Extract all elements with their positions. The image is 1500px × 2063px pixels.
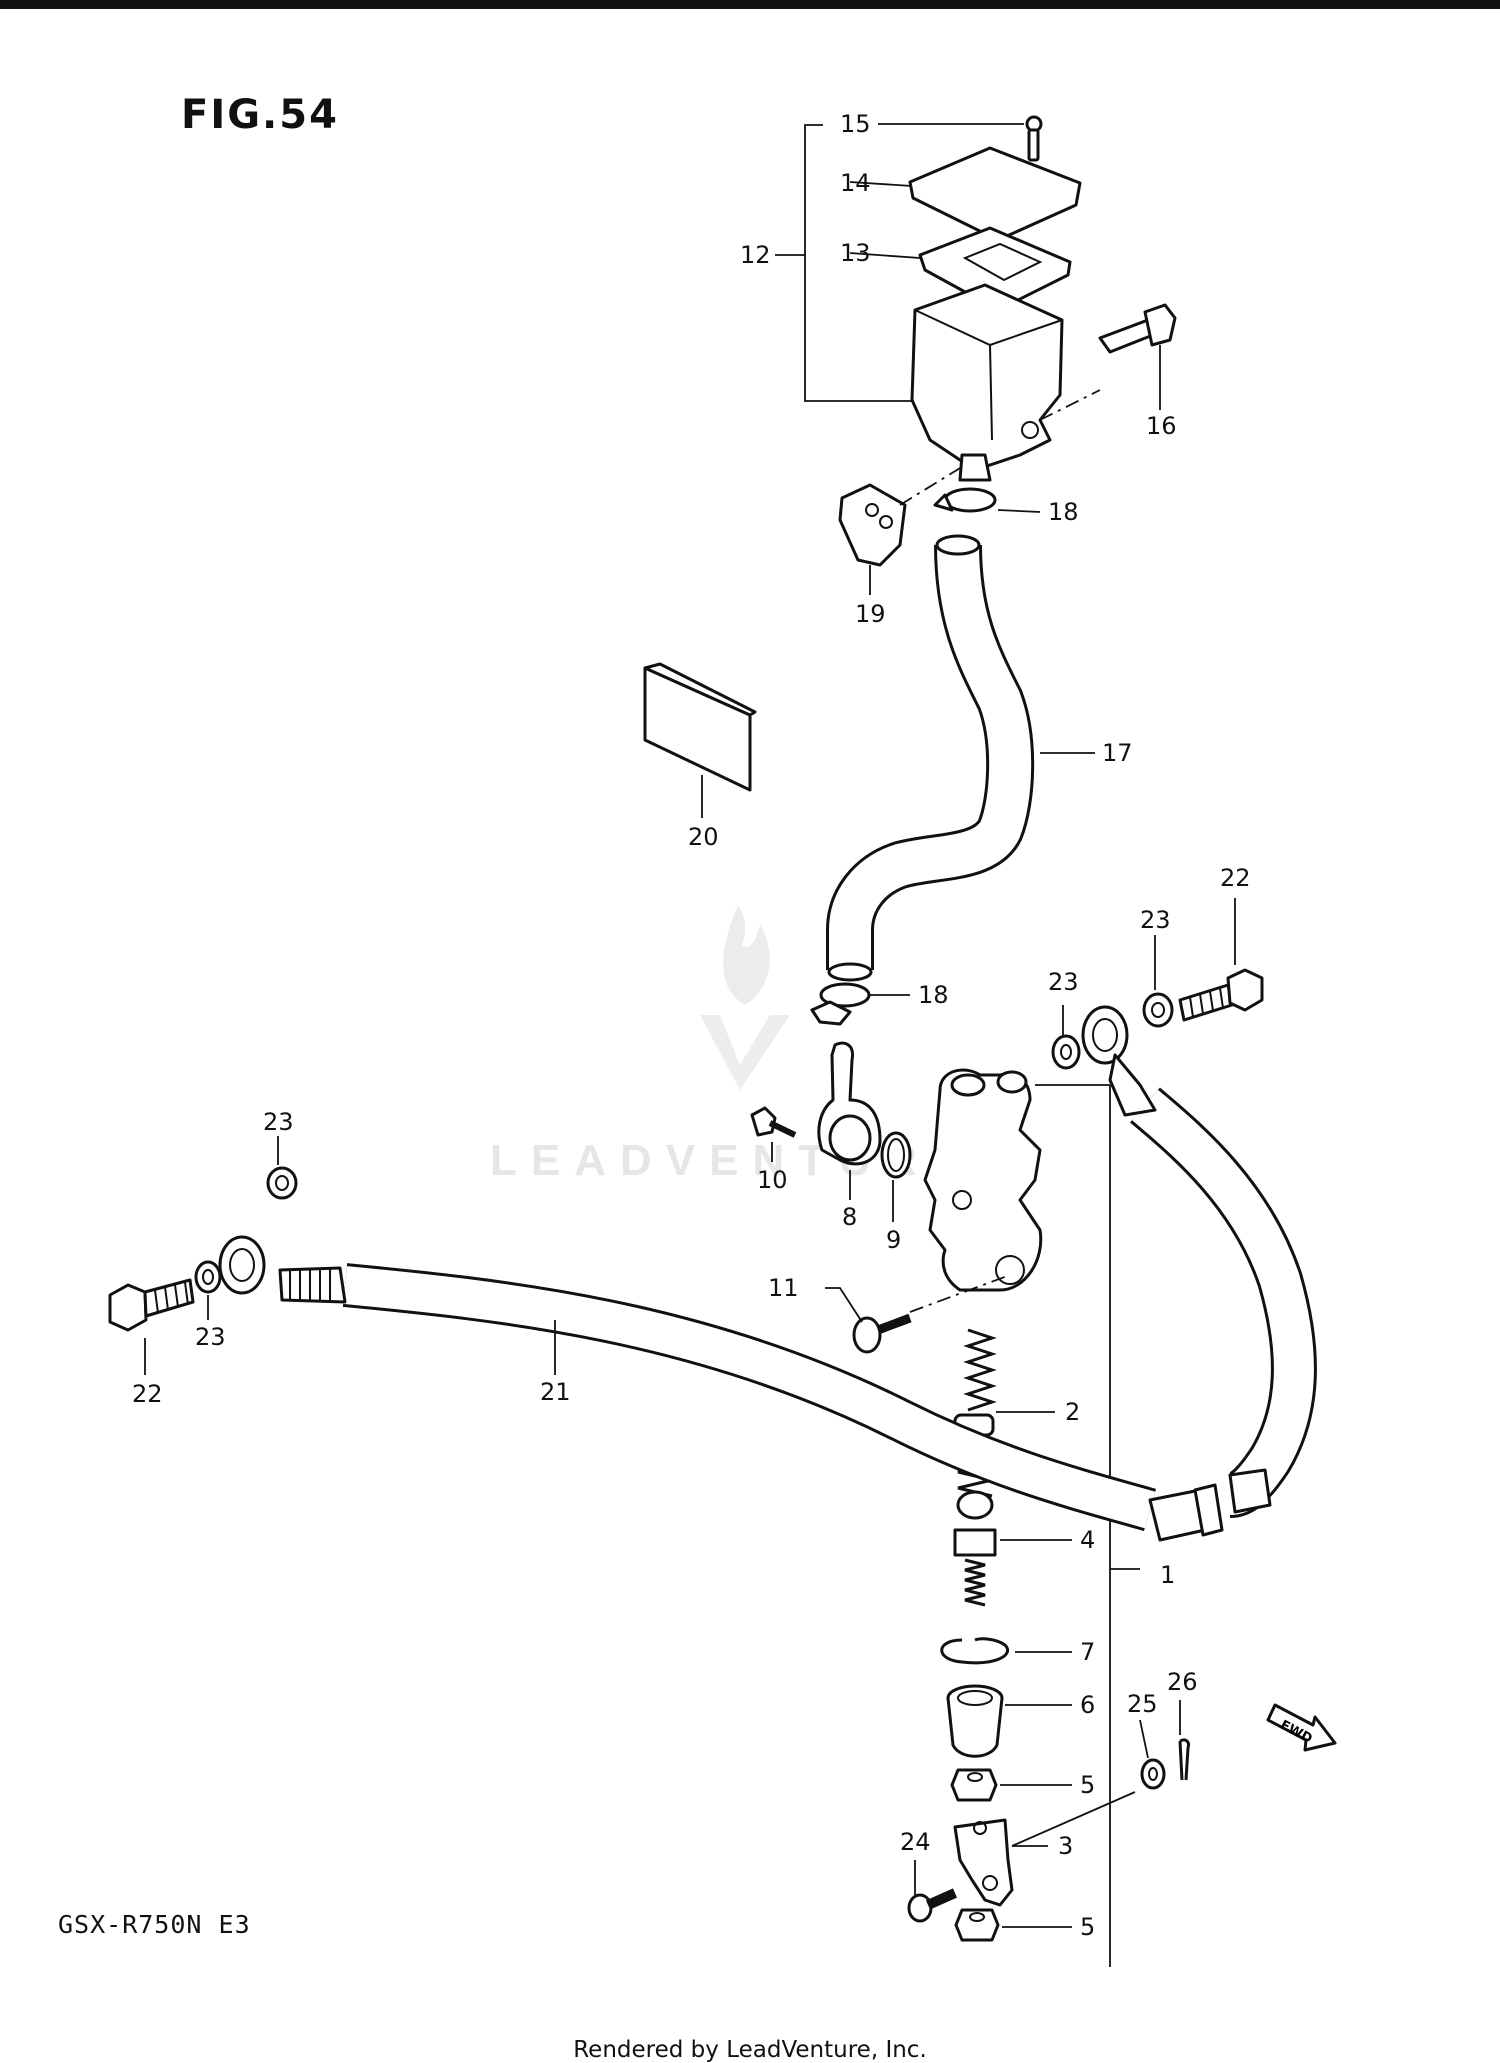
model-code: GSX-R750N E3 <box>58 1910 251 1939</box>
callout-4: 4 <box>1080 1526 1095 1554</box>
callout-12: 12 <box>740 241 771 269</box>
callout-labels: 1 2 3 4 5 5 6 7 8 9 10 11 12 13 14 15 16… <box>132 110 1251 1941</box>
hose-21 <box>218 1235 1224 1542</box>
callout-25: 25 <box>1127 1690 1158 1718</box>
piston-4 <box>953 1490 997 1607</box>
boot-6 <box>946 1684 1004 1758</box>
banjo-bolt-22-right <box>1178 968 1264 1022</box>
fwd-arrow-icon <box>1266 1703 1337 1752</box>
cover-19 <box>838 483 907 567</box>
callout-23-right-upper: 23 <box>1140 906 1171 934</box>
reservoir-body-12 <box>910 283 1064 482</box>
banjo-bolt-22-left <box>108 1278 195 1332</box>
cotter-pin-26 <box>1178 1738 1190 1781</box>
watermark-logo <box>700 905 790 1090</box>
callout-11: 11 <box>768 1274 799 1302</box>
bolt-11 <box>852 1313 912 1354</box>
callout-23-right-lower: 23 <box>1048 968 1079 996</box>
nut-5-upper <box>950 1768 998 1802</box>
callout-17: 17 <box>1102 739 1133 767</box>
callout-15: 15 <box>840 110 871 138</box>
callout-9: 9 <box>886 1226 901 1254</box>
label-20 <box>643 662 757 792</box>
callout-7: 7 <box>1080 1638 1095 1666</box>
washer-23-a <box>194 1260 222 1294</box>
hose-right <box>1081 1005 1317 1518</box>
callout-3: 3 <box>1058 1832 1073 1860</box>
clevis-3 <box>953 1818 1014 1907</box>
top-border <box>0 0 1500 9</box>
master-cylinder <box>750 1041 1043 1292</box>
reservoir-cap-14 <box>908 146 1082 242</box>
callout-8: 8 <box>842 1203 857 1231</box>
callout-23-left-upper: 23 <box>263 1108 294 1136</box>
callout-21: 21 <box>540 1378 571 1406</box>
callout-5-lower: 5 <box>1080 1913 1095 1941</box>
clamp-18-upper <box>933 487 997 513</box>
callout-16: 16 <box>1146 412 1177 440</box>
callout-19: 19 <box>855 600 886 628</box>
figure-title: FIG.54 <box>181 92 339 138</box>
nut-5-lower <box>954 1908 1000 1942</box>
pin-24 <box>907 1888 958 1923</box>
diaphragm-13 <box>918 226 1072 312</box>
callout-22-right: 22 <box>1220 864 1251 892</box>
washer-25 <box>1140 1758 1166 1790</box>
washer-23-d <box>1051 1034 1081 1070</box>
callout-6: 6 <box>1080 1691 1095 1719</box>
callout-20: 20 <box>688 823 719 851</box>
callout-13: 13 <box>840 239 871 267</box>
callout-10: 10 <box>757 1166 788 1194</box>
callout-26: 26 <box>1167 1668 1198 1696</box>
washer-23-c <box>1142 992 1174 1028</box>
callout-2: 2 <box>1065 1398 1080 1426</box>
callout-1: 1 <box>1160 1561 1175 1589</box>
callout-22-left: 22 <box>132 1380 163 1408</box>
bolt-16 <box>1098 303 1177 354</box>
callout-5-upper: 5 <box>1080 1771 1095 1799</box>
screw-15 <box>1025 115 1043 162</box>
washer-23-b <box>266 1166 298 1200</box>
footer-credit: Rendered by LeadVenture, Inc. <box>573 2037 927 2063</box>
clamp-18-lower <box>810 982 871 1026</box>
reservoir-assembly <box>775 115 1177 595</box>
callout-14: 14 <box>840 169 871 197</box>
callout-24: 24 <box>900 1828 931 1856</box>
callout-18-lower: 18 <box>918 981 949 1009</box>
circlip-7 <box>940 1637 1009 1665</box>
callout-23-left-lower: 23 <box>195 1323 226 1351</box>
callout-18-upper: 18 <box>1048 498 1079 526</box>
hose-17 <box>826 534 1035 982</box>
